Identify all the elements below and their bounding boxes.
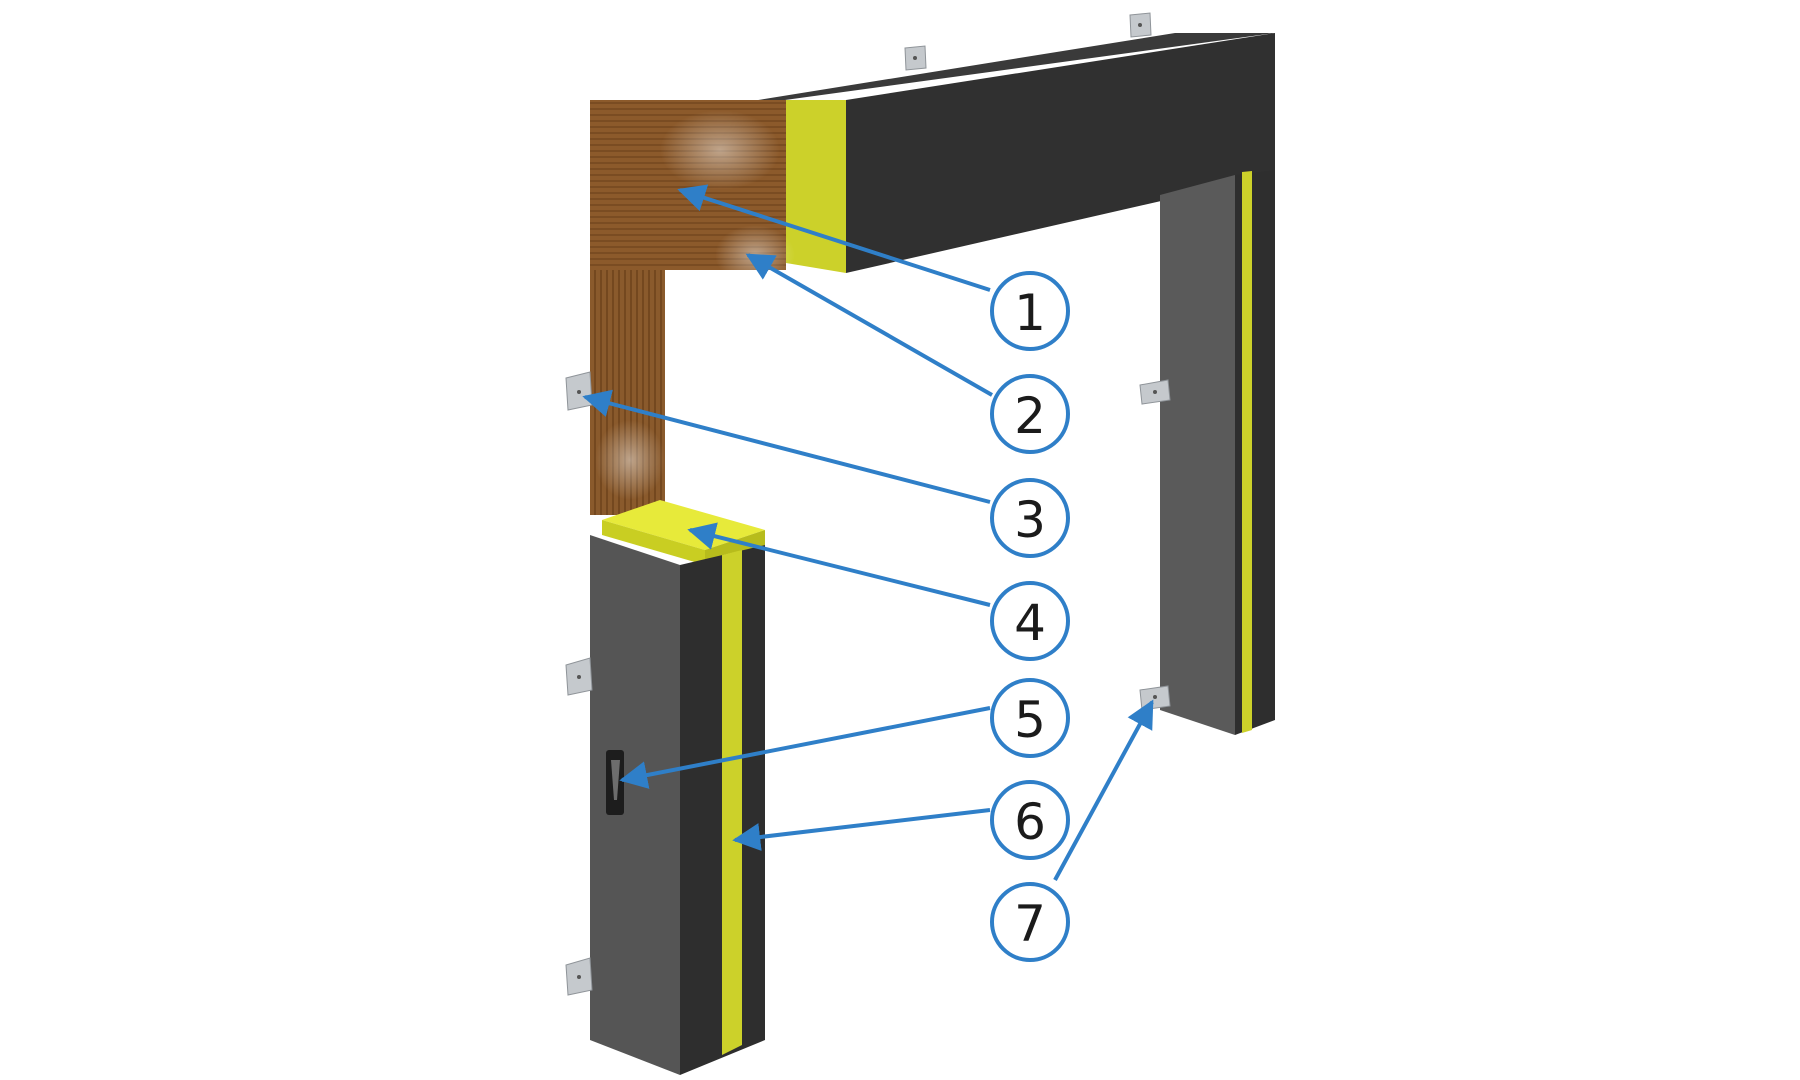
- left-post-yellow-stripe: [722, 550, 742, 1055]
- arrow-2: [745, 253, 993, 397]
- left-post-side-face: [590, 535, 680, 1075]
- callout-5-label: 5: [1014, 691, 1046, 749]
- callout-2-label: 2: [1014, 387, 1046, 445]
- callout-7-label: 7: [1014, 895, 1046, 953]
- callout-1: 1: [990, 271, 1070, 351]
- right-post: [1160, 170, 1275, 735]
- callout-6-label: 6: [1014, 793, 1046, 851]
- arrow-3: [582, 389, 991, 504]
- top-beam-wood-top: [590, 100, 786, 127]
- wood-highlight: [660, 110, 780, 190]
- mounting-bracket-icon: [904, 45, 927, 71]
- handle-slot-icon: [606, 750, 624, 815]
- callout-2: 2: [990, 374, 1070, 454]
- left-post: [590, 500, 765, 1075]
- top-beam-foam-end: [786, 100, 846, 273]
- mounting-bracket-icon: [565, 371, 593, 411]
- arrow-1: [677, 184, 991, 292]
- callout-5: 5: [990, 678, 1070, 758]
- callout-6: 6: [990, 780, 1070, 860]
- arrow-7: [1053, 699, 1154, 881]
- mounting-bracket-icon: [565, 657, 593, 696]
- callout-4: 4: [990, 581, 1070, 661]
- callout-1-label: 1: [1014, 284, 1046, 342]
- callout-7: 7: [990, 882, 1070, 962]
- right-post-yellow-stripe: [1242, 171, 1252, 733]
- arrow-6: [732, 808, 991, 851]
- mounting-bracket-icon: [1139, 379, 1171, 405]
- mounting-bracket-icon: [565, 957, 593, 996]
- left-post-foam-front-left: [602, 520, 705, 565]
- callout-4-label: 4: [1014, 594, 1046, 652]
- leader-arrows: [582, 184, 1154, 881]
- callout-3-label: 3: [1014, 491, 1046, 549]
- callout-3: 3: [990, 478, 1070, 558]
- right-post-side-face: [1160, 175, 1235, 735]
- top-beam-front-face: [846, 33, 1275, 273]
- left-upper-wood: [590, 270, 665, 515]
- arrow-5: [619, 706, 991, 789]
- mounting-bracket-icon: [1129, 12, 1152, 38]
- mounting-bracket-icon: [1139, 685, 1171, 711]
- arrow-4: [687, 522, 991, 607]
- right-post-front-face: [1235, 170, 1275, 735]
